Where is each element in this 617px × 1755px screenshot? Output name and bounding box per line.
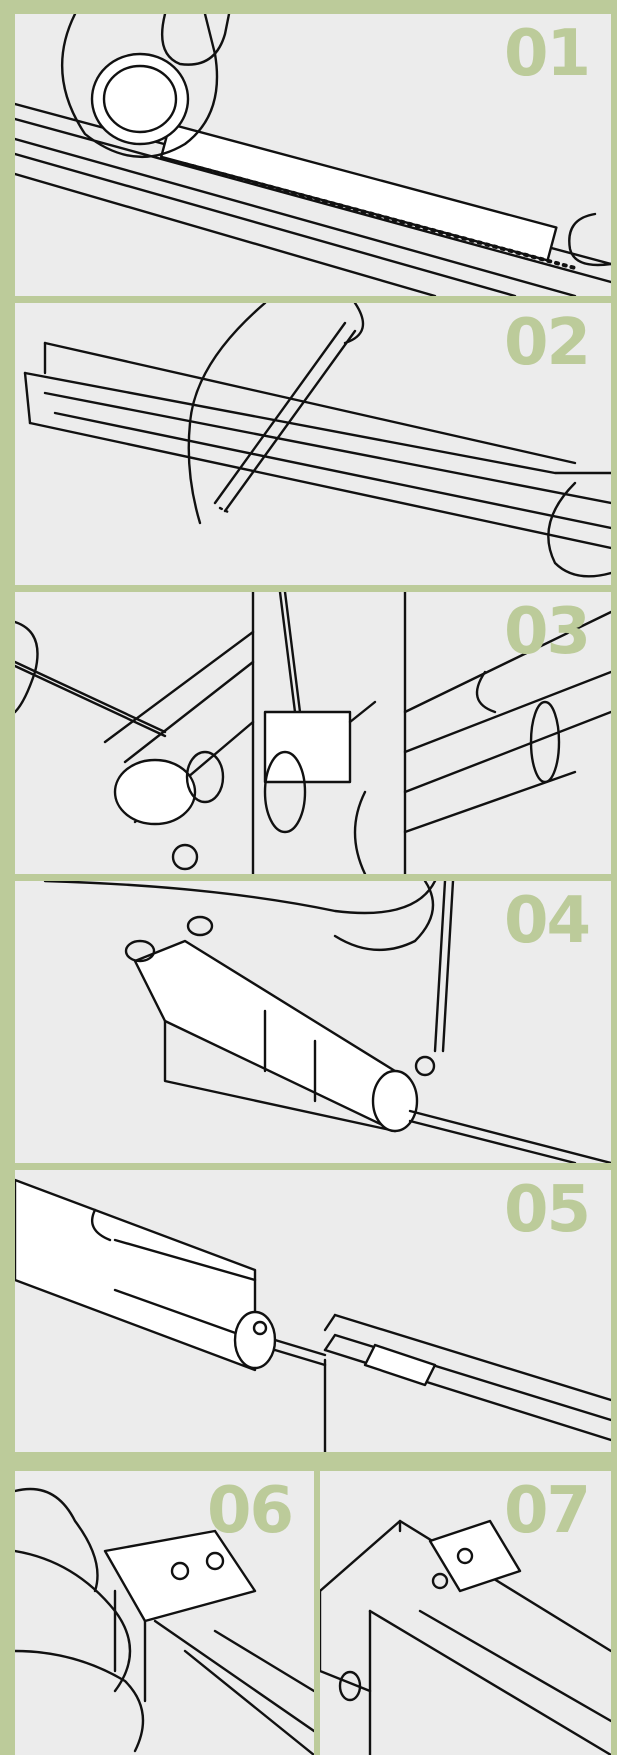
tape-measure-on-rail-icon xyxy=(15,14,611,296)
step-number: 04 xyxy=(503,884,591,958)
attach-bracket-icon xyxy=(15,1487,314,1755)
step-panel-07: 07 xyxy=(320,1471,611,1755)
step-number: 01 xyxy=(503,17,591,91)
cord-through-end-cap-icon xyxy=(43,881,611,1163)
slide-carrier-into-rail-icon xyxy=(15,1178,611,1452)
hacksaw-cutting-rail-icon xyxy=(23,303,611,578)
hook-into-carrier-icon xyxy=(15,592,611,874)
step-panel-06: 06 xyxy=(15,1471,314,1755)
step-panel-02: 02 xyxy=(15,303,611,585)
step-number: 07 xyxy=(503,1474,591,1548)
step-panel-03: 03 xyxy=(15,592,611,874)
step-number: 02 xyxy=(503,306,591,380)
step-panel-04: 04 xyxy=(15,881,611,1163)
step-panel-05: 05 xyxy=(15,1170,611,1452)
finished-rail-end-icon xyxy=(320,1519,611,1755)
step-number: 06 xyxy=(206,1474,294,1548)
step-panel-01: 01 xyxy=(15,14,611,296)
step-number: 05 xyxy=(503,1173,591,1247)
step-number: 03 xyxy=(503,595,591,669)
